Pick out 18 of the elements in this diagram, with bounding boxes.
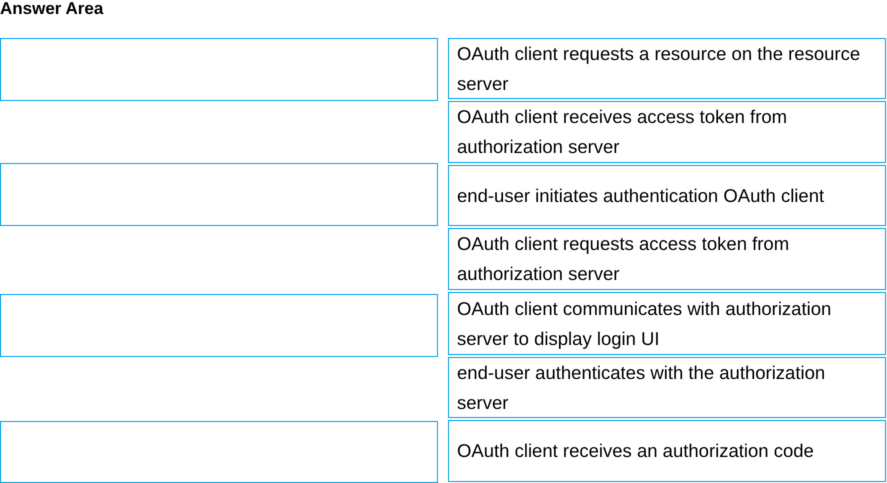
heading: Answer Area <box>0 0 104 18</box>
drop-target-box <box>0 294 438 357</box>
answer-option-box <box>448 357 886 418</box>
answer-option-box <box>448 101 886 163</box>
drop-target-box <box>0 38 438 101</box>
drop-target-box <box>0 421 438 483</box>
answer-option-box <box>448 38 886 99</box>
option-text: OAuth client requests a resource on the resource server <box>457 42 862 96</box>
option-text: end-user initiates authentication OAuth client <box>457 184 826 208</box>
option-text: OAuth client requests access token from authorization server <box>457 232 790 286</box>
option-text: end-user authenticates with the authorization server <box>457 360 826 414</box>
answer-option-box <box>448 228 886 290</box>
answer-option-box <box>448 420 886 482</box>
option-text: OAuth client receives access token from authorization server <box>457 105 788 159</box>
option-text: OAuth client receives an authorization code <box>457 439 815 463</box>
answer-option-box <box>448 165 886 226</box>
answer-option-box <box>448 292 886 355</box>
drop-target-box <box>0 163 438 226</box>
